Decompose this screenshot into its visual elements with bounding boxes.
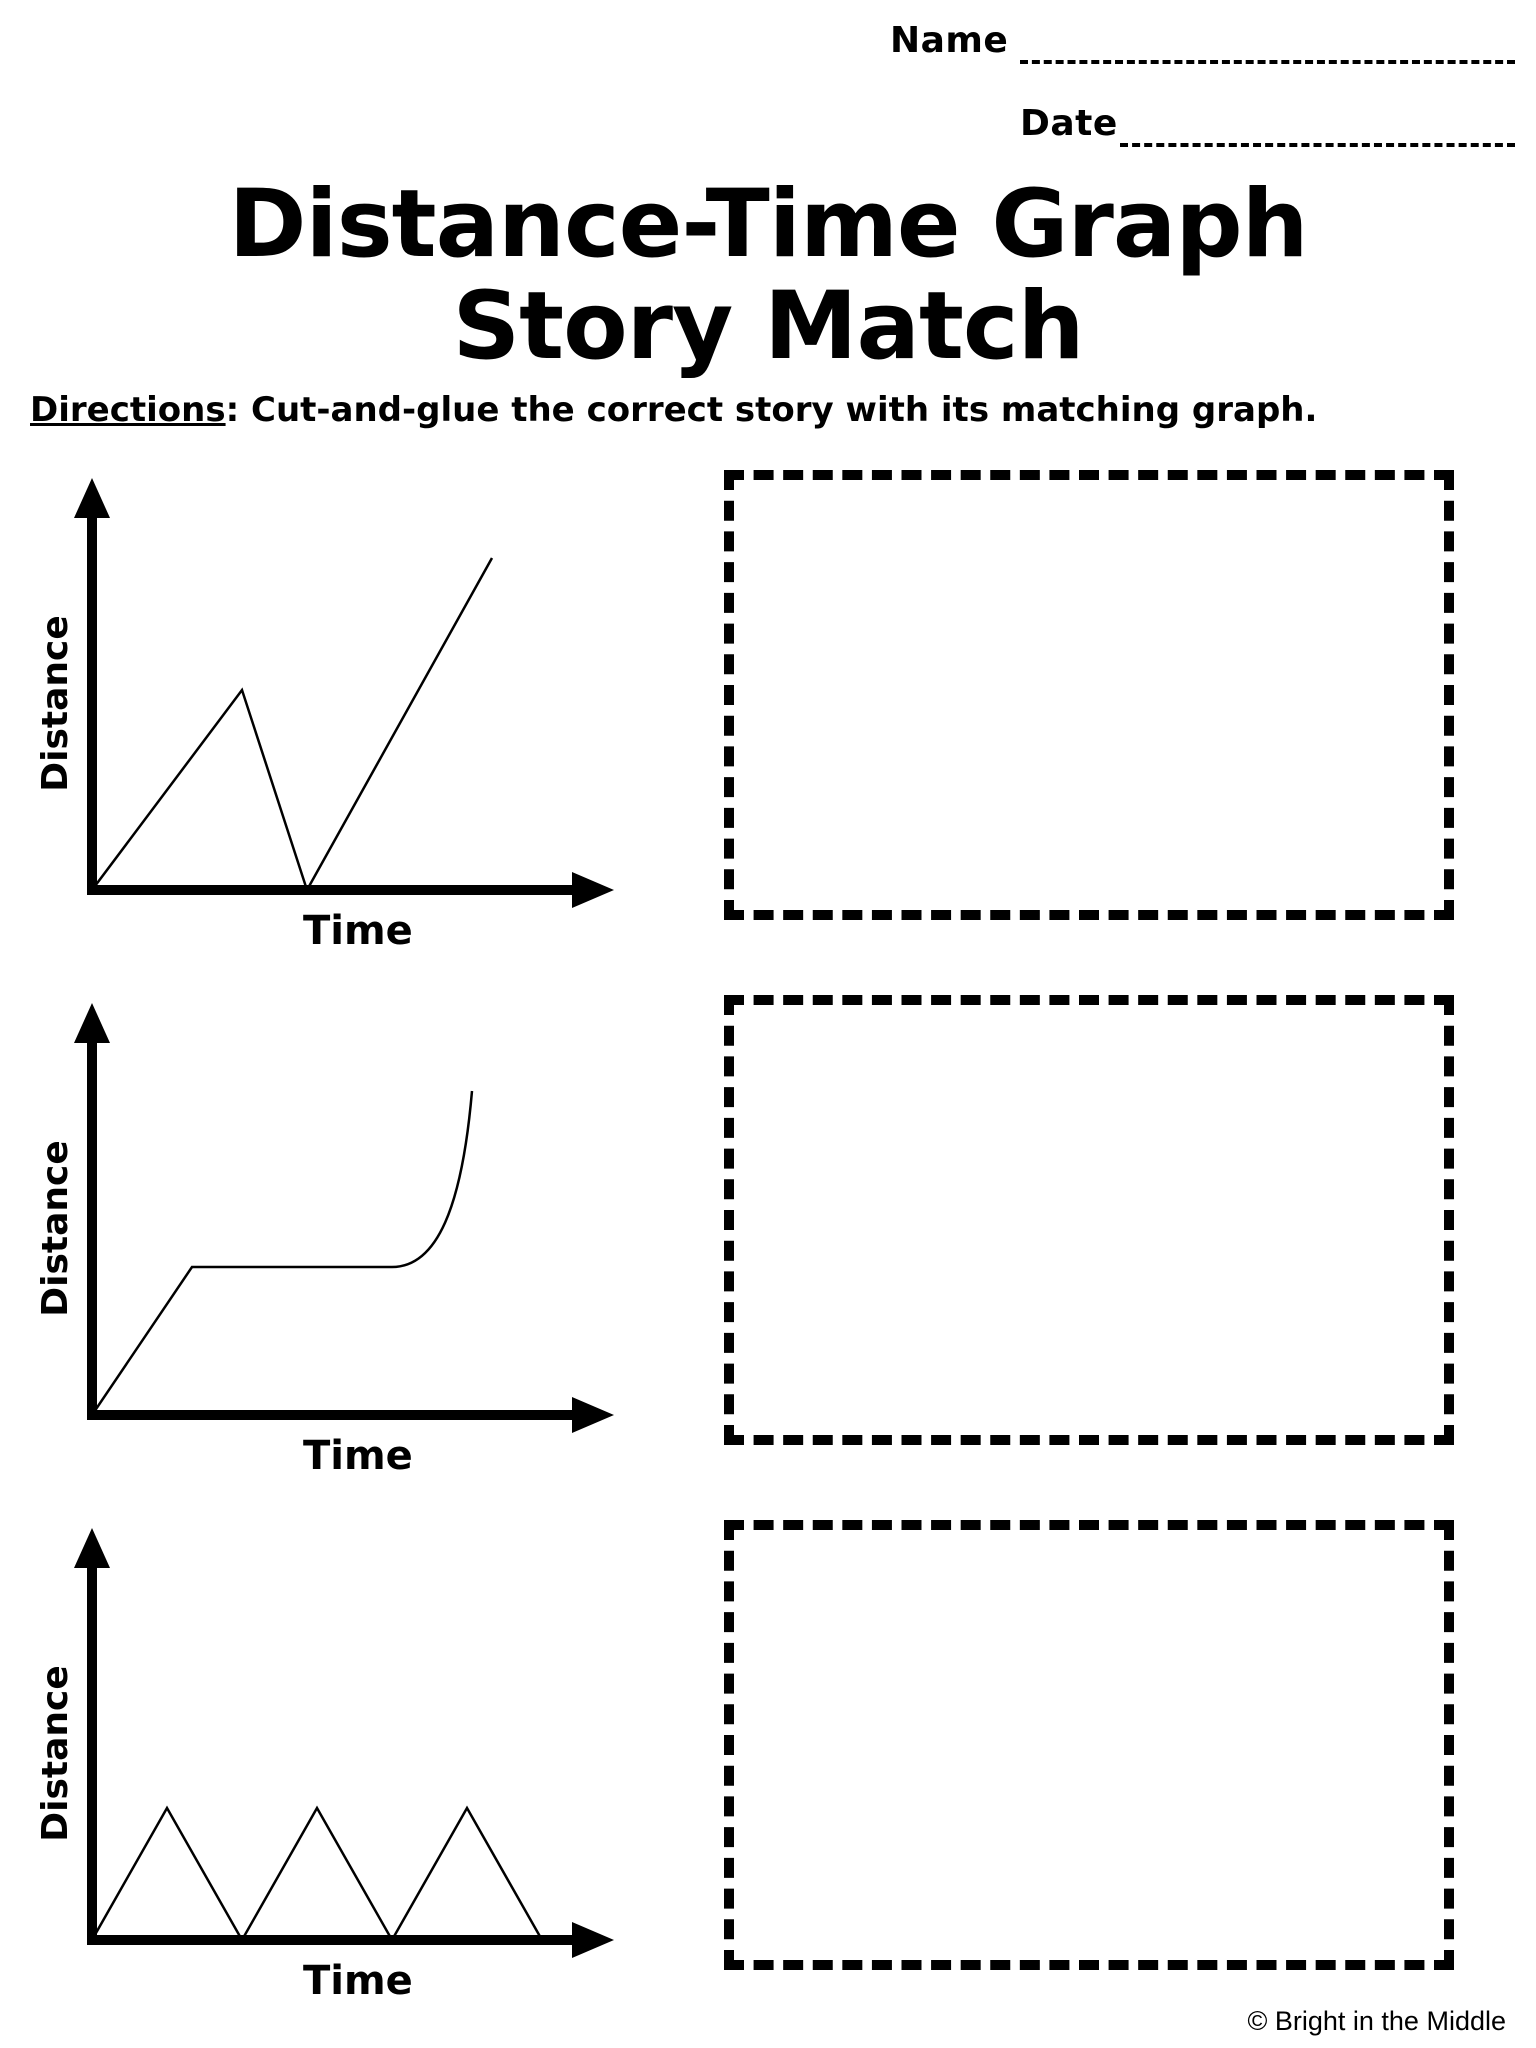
y-axis-arrow	[74, 478, 110, 518]
story-glue-box-3[interactable]	[724, 1520, 1454, 1970]
directions-text: : Cut-and-glue the correct story with it…	[225, 390, 1318, 430]
graph-3-x-axis-label: Time	[303, 1958, 413, 2004]
page-title-line-2: Story Match	[452, 272, 1084, 381]
graph-1-series-line	[91, 557, 494, 894]
date-blank-line[interactable]	[1120, 143, 1515, 147]
distance-time-graph-3: Distance Time	[0, 1520, 640, 2020]
graph-2-series-line	[90, 1090, 474, 1416]
directions: Directions: Cut-and-glue the correct sto…	[30, 390, 1317, 430]
distance-time-graph-2: Distance Time	[0, 995, 640, 1495]
graph-2-y-axis-label: Distance	[34, 1140, 76, 1317]
graph-1-y-axis-label: Distance	[34, 615, 76, 792]
graph-2-canvas	[74, 1003, 614, 1433]
copyright-credit: © Bright in the Middle	[1247, 2006, 1506, 2036]
name-label: Name	[890, 20, 1009, 61]
graph-1-x-axis-label: Time	[303, 908, 413, 954]
story-glue-box-2[interactable]	[724, 995, 1454, 1445]
graph-2-x-axis-label: Time	[303, 1433, 413, 1479]
graph-1-canvas	[74, 478, 614, 908]
x-axis-arrow	[572, 872, 614, 908]
graph-3-series-line	[90, 1805, 544, 1943]
y-axis-arrow	[74, 1003, 110, 1043]
name-field[interactable]: Name	[890, 20, 1515, 64]
page-title-line-1: Distance-Time Graph	[228, 170, 1308, 279]
date-field[interactable]: Date	[1020, 103, 1515, 147]
directions-lead: Directions	[30, 390, 226, 430]
date-label: Date	[1020, 103, 1118, 144]
story-glue-box-1[interactable]	[724, 470, 1454, 920]
graph-3-y-axis-label: Distance	[34, 1665, 76, 1842]
name-blank-line[interactable]	[1020, 60, 1515, 64]
graph-3-canvas	[74, 1528, 614, 1958]
distance-time-graph-1: Distance Time	[0, 470, 640, 970]
y-axis-arrow	[74, 1528, 110, 1568]
x-axis-arrow	[572, 1922, 614, 1958]
x-axis-arrow	[572, 1397, 614, 1433]
